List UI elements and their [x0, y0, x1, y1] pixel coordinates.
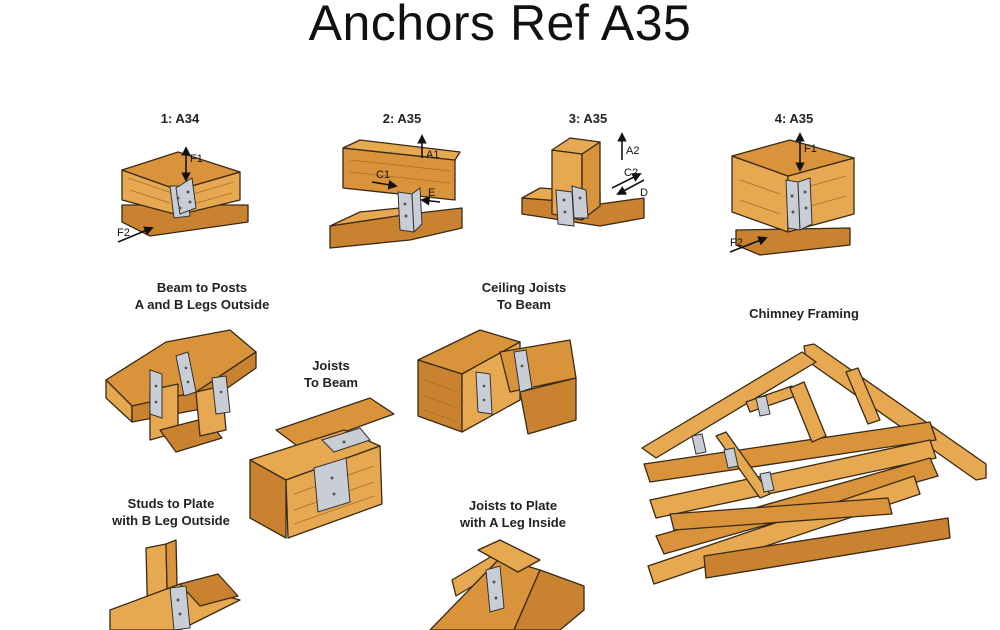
joists-beam-label-line2: To Beam: [304, 375, 358, 390]
fig1-f1-text: F1: [190, 153, 203, 165]
fig2-anchor-clip: [397, 187, 423, 234]
studs-plate-label: Studs to Plate with B Leg Outside: [96, 495, 246, 529]
chimney-framing-label: Chimney Framing: [749, 306, 859, 321]
fig2-a1-text: A1: [426, 149, 439, 161]
fig4-f2-text: F2: [730, 237, 743, 249]
fig3-label: 3: A35: [568, 111, 608, 126]
fig4-label: 4: A35: [774, 111, 814, 126]
fig2-e-text: E: [428, 187, 435, 199]
studs-plate-anchor-clip: [169, 585, 191, 630]
fig3-d-arrow: [616, 179, 645, 195]
joists-beam-illustration: [249, 397, 395, 539]
fig1-f2-text: F2: [117, 227, 130, 239]
ceiling-joists-illustration: [417, 329, 577, 435]
joists-beam-anchor-clips: [313, 427, 371, 513]
fig1-label: 1: A34: [160, 111, 200, 126]
fig3-c2-arrow: [611, 173, 642, 189]
fig4-f2-arrow: [729, 236, 768, 253]
ceiling-joists-label-line2: To Beam: [497, 297, 551, 312]
fig1-illustration: F1 F2: [117, 146, 249, 243]
studs-plate-illustration: [109, 539, 241, 630]
chimney-framing-illustration: [641, 343, 987, 585]
studs-plate-label-line1: Studs to Plate: [127, 496, 215, 511]
fig3-illustration: A2 C2 D: [521, 132, 648, 227]
joists-plate-label-line1: Joists to Plate: [468, 498, 558, 513]
fig3-c2-text: C2: [624, 167, 638, 179]
fig2-e-arrow: [420, 196, 441, 206]
fig1-f2-arrow: [117, 226, 154, 243]
fig1-anchor-clip: [169, 177, 197, 219]
ceiling-joists-label: Ceiling Joists To Beam: [444, 279, 604, 313]
beam-posts-label-line1: Beam to Posts: [156, 280, 248, 295]
page-title: Anchors Ref A35: [308, 0, 692, 51]
fig2-c1-text: C1: [376, 169, 390, 181]
fig4-illustration: F1 F2: [729, 132, 855, 256]
fig4-anchor-clip: [785, 177, 813, 231]
beam-posts-label-line2: A and B Legs Outside: [134, 297, 270, 312]
fig2-c1-arrow: [371, 180, 398, 190]
chimney-framing-anchor-clips: [691, 395, 775, 493]
joists-plate-illustration: [429, 539, 585, 630]
fig2-illustration: A1 C1 E: [329, 134, 463, 249]
joists-plate-label-line2: with A Leg Inside: [460, 515, 566, 530]
fig2-label: 2: A35: [382, 111, 422, 126]
studs-plate-label-line2: with B Leg Outside: [112, 513, 230, 528]
ceiling-joists-anchor-clips: [475, 349, 533, 415]
fig4-f1-text: F1: [804, 143, 817, 155]
joists-beam-label-line1: Joists: [312, 358, 350, 373]
beam-posts-illustration: [105, 329, 257, 453]
joists-beam-label: Joists To Beam: [286, 357, 376, 391]
beam-posts-label: Beam to Posts A and B Legs Outside: [112, 279, 292, 313]
beam-posts-anchor-clips: [149, 351, 231, 419]
ceiling-joists-label-line1: Ceiling Joists: [481, 280, 567, 295]
fig3-d-text: D: [640, 187, 648, 199]
joists-plate-anchor-clip: [485, 565, 505, 613]
fig3-anchor-clip: [555, 185, 589, 227]
fig3-a2-text: A2: [626, 145, 639, 157]
joists-plate-label: Joists to Plate with A Leg Inside: [438, 497, 588, 531]
